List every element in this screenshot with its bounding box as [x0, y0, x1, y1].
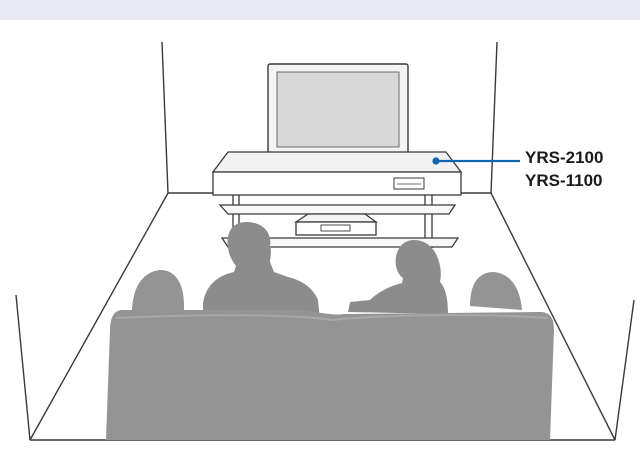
sofa-cushion-left [132, 270, 184, 312]
rack-top-surface [213, 152, 461, 172]
leader-dot [432, 157, 439, 164]
av-player-top [296, 214, 376, 222]
sofa-cushion-right [470, 272, 522, 310]
av-player-display [321, 225, 350, 231]
sofa [106, 270, 554, 440]
model-label-yrs-1100: YRS-1100 [525, 169, 603, 192]
viewer-left-silhouette [203, 222, 320, 320]
soundbar-display [394, 178, 424, 189]
right-wall-back-edge [491, 42, 497, 193]
model-label-yrs-2100: YRS-2100 [525, 146, 603, 169]
viewers [203, 222, 448, 320]
rack-shelf-middle [220, 205, 455, 214]
model-callout: YRS-2100 YRS-1100 [525, 146, 603, 192]
left-wall-front-edge [16, 295, 30, 440]
tv-screen [277, 72, 399, 147]
sofa-body [106, 310, 554, 440]
viewer-right-silhouette [348, 240, 448, 314]
left-wall-back-edge [162, 42, 168, 193]
right-wall-front-edge [615, 300, 634, 440]
